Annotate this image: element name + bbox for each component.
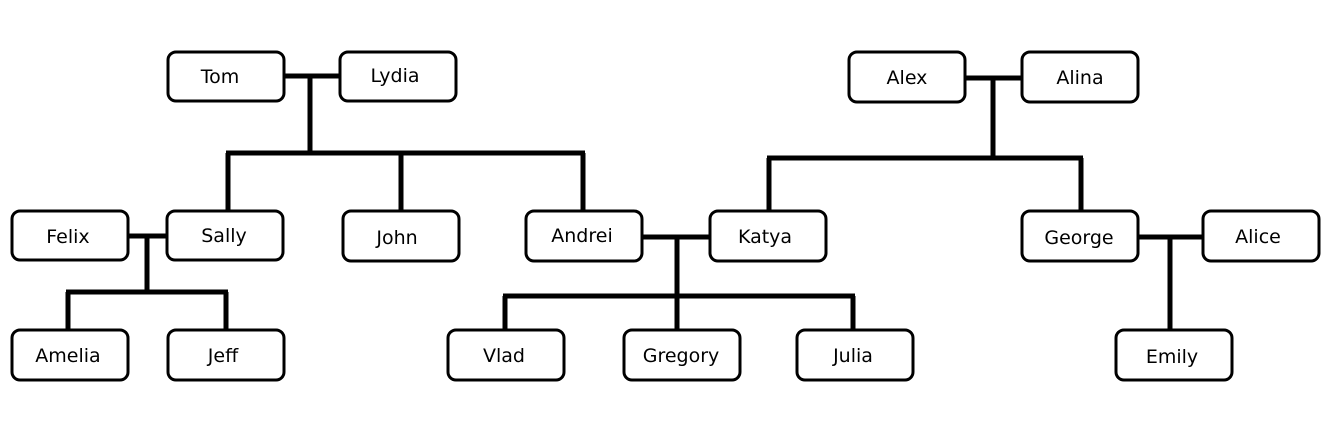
person-node-amelia: Amelia	[10, 328, 130, 382]
person-node-alina: Alina	[1020, 50, 1140, 104]
person-node-andrei: Andrei	[524, 209, 644, 263]
person-node-felix: Felix	[10, 209, 130, 262]
person-name: Alice	[1235, 226, 1281, 248]
person-node-sally: Sally	[165, 209, 285, 262]
person-node-tom: Tom	[166, 50, 286, 103]
person-name: Alina	[1056, 67, 1103, 89]
person-name: Julia	[832, 345, 873, 367]
person-name: Felix	[46, 226, 89, 248]
person-name: Sally	[201, 225, 247, 247]
person-node-alice: Alice	[1201, 209, 1321, 263]
person-node-katya: Katya	[708, 209, 828, 263]
person-name: Emily	[1146, 346, 1198, 368]
person-name: John	[375, 227, 417, 249]
person-node-jeff: Jeff	[166, 328, 286, 382]
connector-lines	[65, 73, 1203, 330]
person-name: Tom	[200, 66, 240, 88]
person-name: Alex	[887, 67, 928, 89]
person-name: Lydia	[370, 65, 419, 87]
person-node-julia: Julia	[795, 328, 915, 382]
person-name: Amelia	[35, 345, 100, 367]
person-node-alex: Alex	[847, 50, 967, 104]
person-name: George	[1044, 227, 1113, 249]
person-name: Katya	[738, 226, 792, 248]
person-node-john: John	[341, 209, 461, 263]
person-node-emily: Emily	[1114, 328, 1234, 382]
person-name: Jeff	[207, 345, 239, 367]
person-node-vlad: Vlad	[446, 328, 566, 382]
person-node-gregory: Gregory	[622, 328, 742, 382]
person-name: Vlad	[483, 345, 525, 367]
person-name: Andrei	[551, 225, 612, 247]
person-node-lydia: Lydia	[338, 50, 458, 103]
person-name: Gregory	[643, 345, 720, 367]
person-node-george: George	[1020, 209, 1140, 263]
